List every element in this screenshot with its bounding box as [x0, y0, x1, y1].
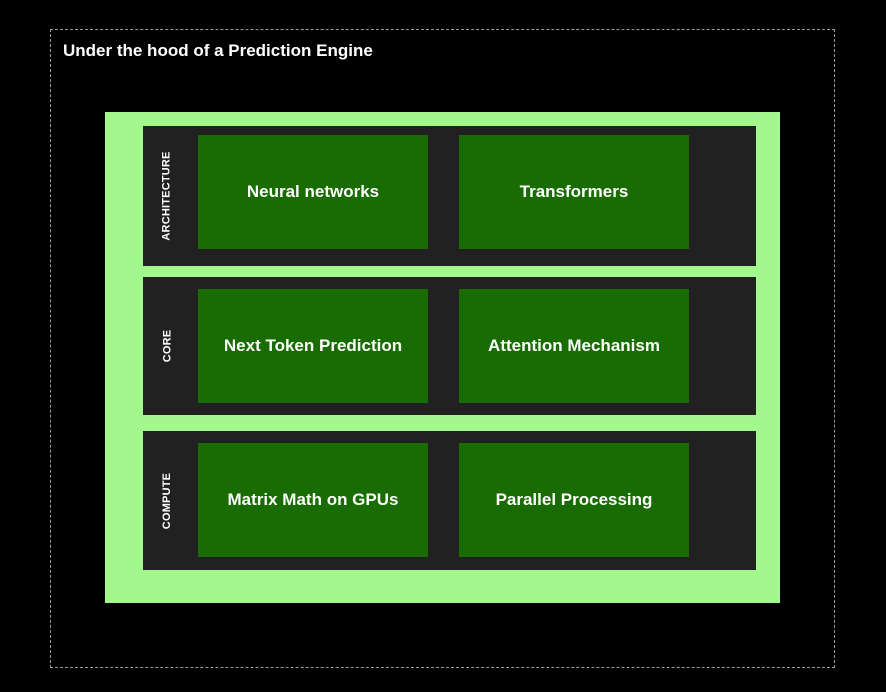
layer-core: CORE Next Token Prediction Attention Mec… — [143, 277, 756, 415]
layer-compute: COMPUTE Matrix Math on GPUs Parallel Pro… — [143, 431, 756, 570]
box-neural-networks: Neural networks — [198, 135, 428, 249]
box-next-token-prediction: Next Token Prediction — [198, 289, 428, 403]
stack-diagram: ARCHITECTURE Neural networks Transformer… — [105, 112, 780, 603]
layer-label-text: COMPUTE — [161, 472, 173, 529]
box-attention-mechanism: Attention Mechanism — [459, 289, 689, 403]
layer-label-text: ARCHITECTURE — [161, 151, 173, 241]
dashed-frame — [50, 29, 835, 668]
layer-label-architecture: ARCHITECTURE — [143, 126, 191, 266]
layer-label-text: CORE — [161, 329, 173, 363]
box-parallel-processing: Parallel Processing — [459, 443, 689, 557]
layer-label-compute: COMPUTE — [143, 431, 191, 570]
box-transformers: Transformers — [459, 135, 689, 249]
box-matrix-math-on-gpus: Matrix Math on GPUs — [198, 443, 428, 557]
layer-label-core: CORE — [143, 277, 191, 415]
page-title: Under the hood of a Prediction Engine — [63, 41, 373, 60]
layer-architecture: ARCHITECTURE Neural networks Transformer… — [143, 126, 756, 266]
